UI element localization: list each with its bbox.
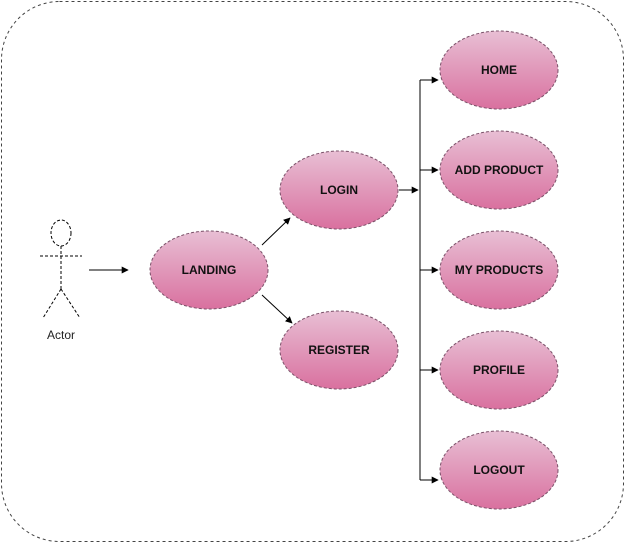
connectors (89, 76, 439, 484)
arrow-landing-to-login (261, 217, 291, 246)
use-case-my-products[interactable]: MY PRODUCTS (439, 230, 559, 310)
use-case-landing[interactable]: LANDING (149, 230, 269, 310)
use-case-profile-label: PROFILE (473, 363, 525, 377)
use-case-logout-label: LOGOUT (473, 463, 525, 477)
actor-left-leg (42, 288, 62, 319)
use-case-register[interactable]: REGISTER (279, 310, 399, 390)
use-case-register-label: REGISTER (308, 343, 370, 357)
arrow-landing-to-register (261, 294, 293, 324)
use-case-add-product-label: ADD PRODUCT (455, 163, 544, 177)
actor-label: Actor (47, 328, 75, 342)
use-case-login[interactable]: LOGIN (279, 150, 399, 230)
actor-figure (40, 219, 82, 319)
actor-head (50, 219, 72, 247)
use-case-my-products-label: MY PRODUCTS (455, 263, 543, 277)
use-case-home-label: HOME (481, 63, 517, 77)
use-case-login-label: LOGIN (320, 183, 358, 197)
use-case-landing-label: LANDING (182, 263, 237, 277)
actor-right-leg (60, 288, 81, 319)
use-case-logout[interactable]: LOGOUT (439, 430, 559, 510)
use-case-home[interactable]: HOME (439, 30, 559, 110)
use-case-add-product[interactable]: ADD PRODUCT (439, 130, 559, 210)
use-case-profile[interactable]: PROFILE (439, 330, 559, 410)
